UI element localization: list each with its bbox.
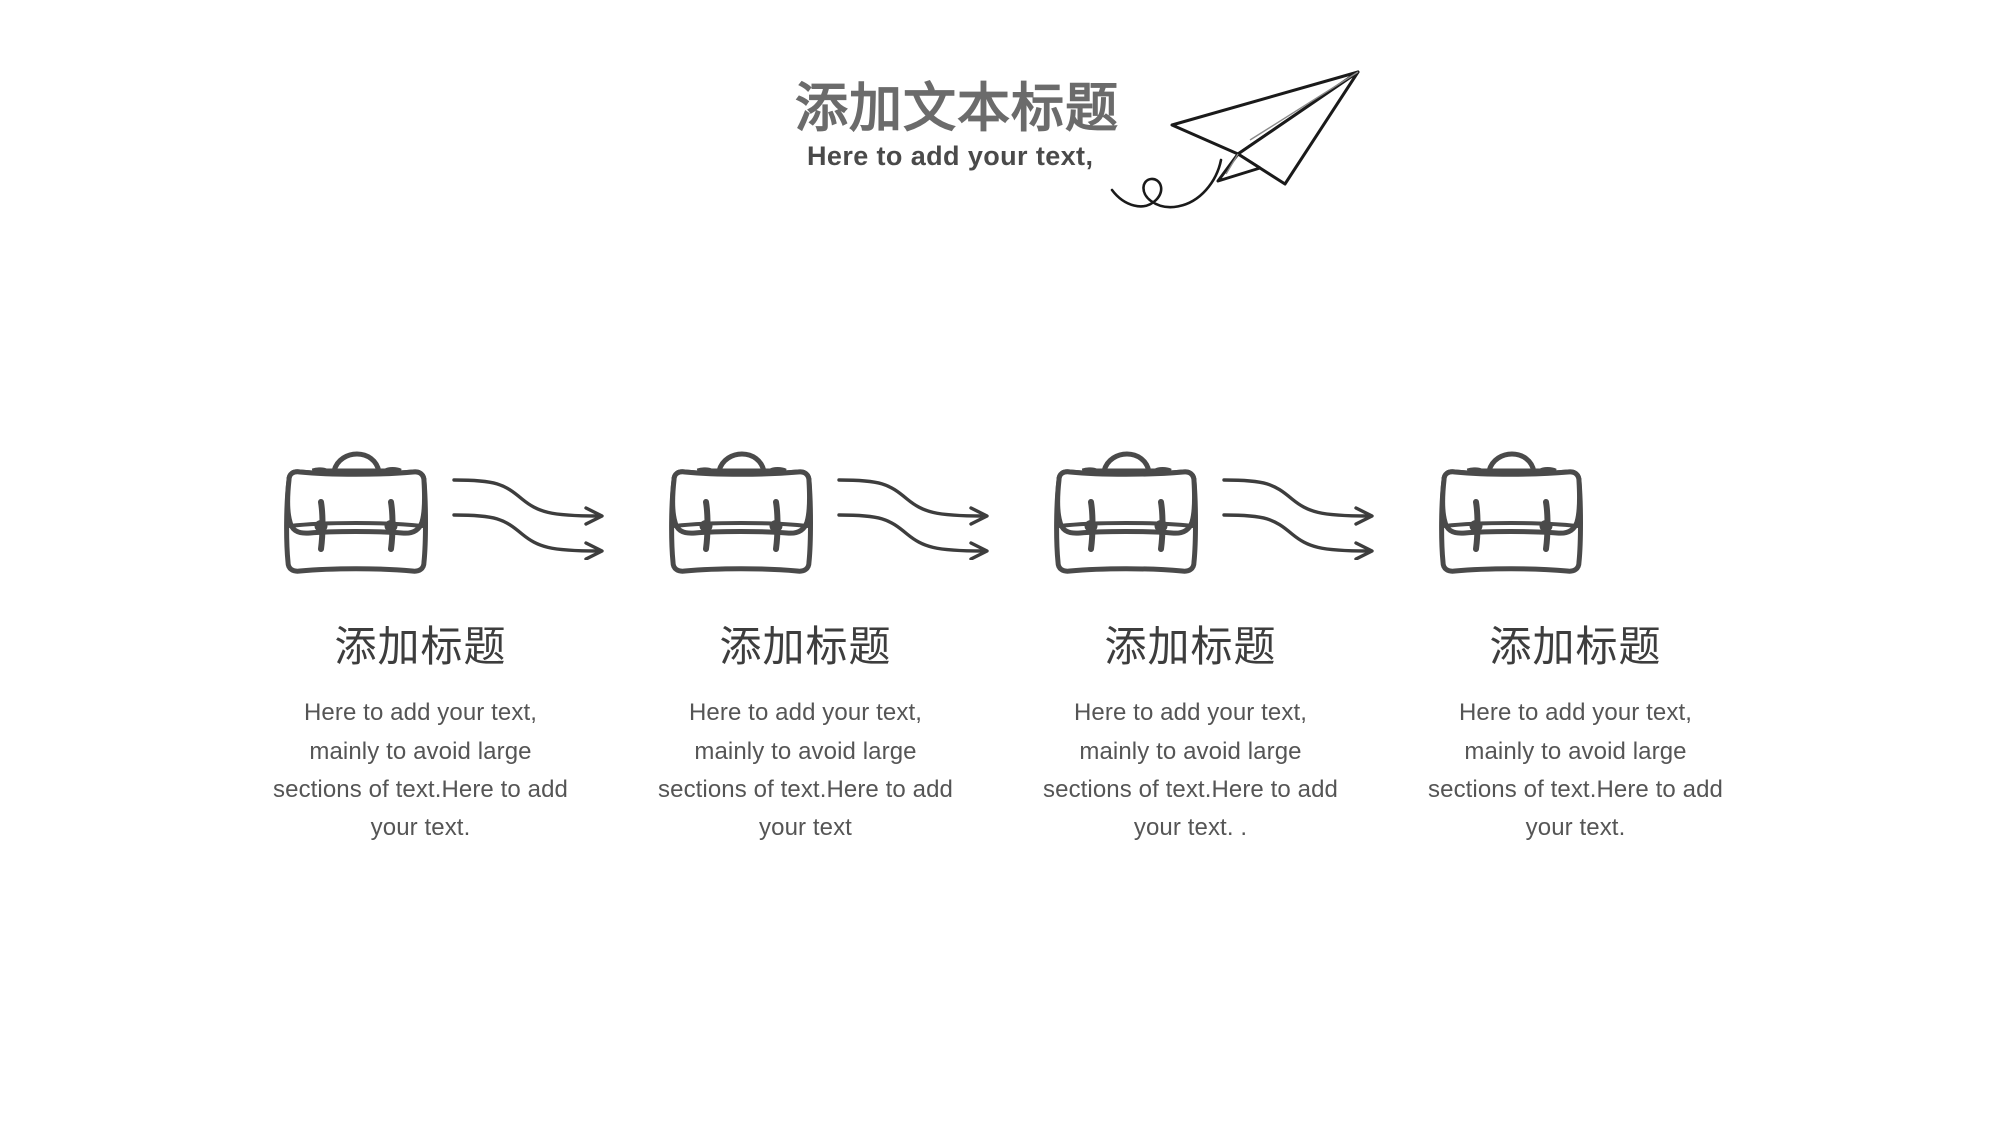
icon-row	[613, 448, 998, 578]
step-column: 添加标题 Here to add your text, mainly to av…	[228, 448, 613, 848]
icon-row	[998, 448, 1383, 578]
step-body: Here to add your text, mainly to avoid l…	[1428, 699, 1723, 842]
step-title: 添加标题	[1104, 623, 1277, 670]
step-column: 添加标题 Here to add your text, mainly to av…	[998, 448, 1383, 848]
briefcase-icon	[1046, 450, 1206, 581]
double-curved-arrow-icon	[1222, 470, 1382, 565]
briefcase-icon	[1431, 450, 1591, 581]
step-column: 添加标题 Here to add your text, mainly to av…	[1383, 448, 1768, 848]
header-title-group: 添加文本标题 Here to add your text,	[795, 80, 1119, 172]
step-title: 添加标题	[1489, 623, 1662, 670]
steps-row: 添加标题 Here to add your text, mainly to av…	[228, 448, 1768, 848]
slide-header: 添加文本标题 Here to add your text,	[0, 0, 2000, 260]
step-body: Here to add your text, mainly to avoid l…	[273, 699, 568, 842]
icon-row	[1383, 448, 1768, 578]
step-column: 添加标题 Here to add your text, mainly to av…	[613, 448, 998, 848]
page-subtitle: Here to add your text,	[807, 141, 1094, 172]
page-title: 添加文本标题	[795, 79, 1119, 138]
briefcase-icon	[661, 450, 821, 581]
step-body: Here to add your text, mainly to avoid l…	[658, 699, 953, 842]
paper-airplane-icon	[1110, 62, 1420, 262]
title-block: 添加文本标题 Here to add your text,	[795, 80, 1119, 172]
double-curved-arrow-icon	[452, 470, 612, 565]
icon-row	[228, 448, 613, 578]
step-title: 添加标题	[334, 623, 507, 670]
briefcase-icon	[276, 450, 436, 581]
step-body: Here to add your text, mainly to avoid l…	[1043, 699, 1338, 842]
double-curved-arrow-icon	[837, 470, 997, 565]
step-title: 添加标题	[719, 623, 892, 670]
